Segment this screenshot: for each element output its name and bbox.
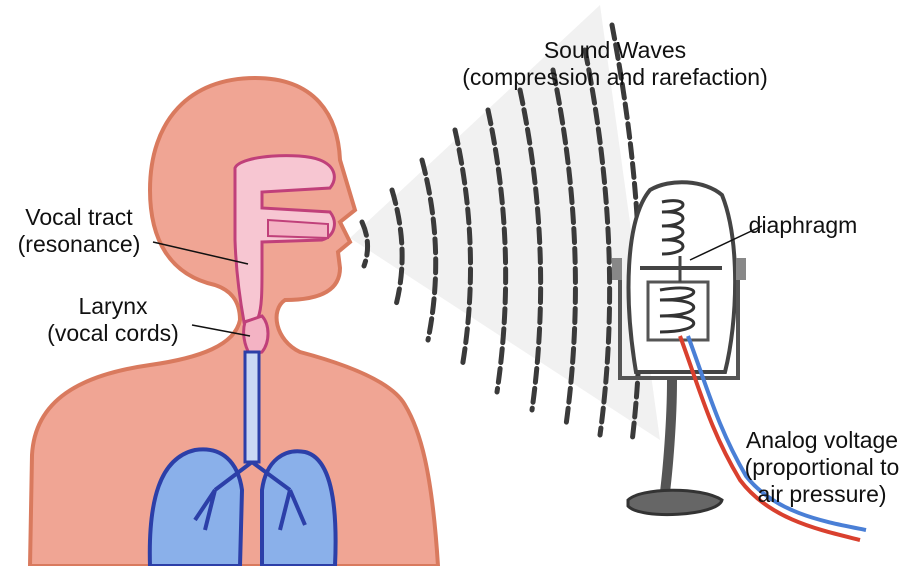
vocal-tract-leader xyxy=(152,241,249,265)
larynx-label: Larynx (vocal cords) xyxy=(28,293,198,347)
vocal-tract-label-line2: (resonance) xyxy=(17,231,141,257)
diaphragm-label: diaphragm xyxy=(748,212,858,238)
analog-voltage-label-line2: (proportional to xyxy=(744,454,900,480)
larynx-label-line1: Larynx xyxy=(78,293,148,319)
analog-voltage-label: Analog voltage (proportional to air pres… xyxy=(724,427,920,508)
sound-waves-label: Sound Waves (compression and rarefaction… xyxy=(430,37,800,91)
vocal-tract-label-line1: Vocal tract xyxy=(25,204,133,230)
analog-voltage-label-line1: Analog voltage xyxy=(745,427,899,453)
sound-waves-label-line2: (compression and rarefaction) xyxy=(462,64,768,90)
diaphragm-leader xyxy=(689,225,763,261)
vocal-tract-label: Vocal tract (resonance) xyxy=(4,204,154,258)
analog-voltage-label-line3: air pressure) xyxy=(757,481,887,507)
vocal-tract-icon xyxy=(233,154,336,324)
larynx-label-line2: (vocal cords) xyxy=(47,320,179,346)
sound-waves-label-line1: Sound Waves xyxy=(543,37,687,63)
larynx-leader xyxy=(191,324,251,337)
lungs-icon xyxy=(147,350,338,566)
larynx-icon xyxy=(242,314,270,357)
head-silhouette-icon xyxy=(27,75,441,566)
microphone-icon xyxy=(612,180,867,542)
